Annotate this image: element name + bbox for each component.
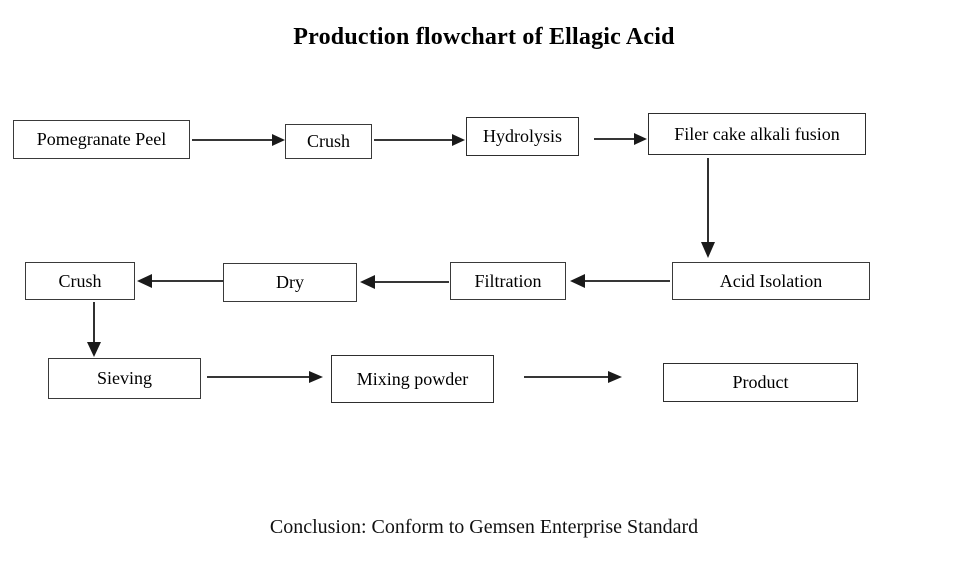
node-filtration[interactable]: Filtration xyxy=(450,262,566,300)
arrow-peel-to-crush1 xyxy=(192,134,285,146)
node-label: Filtration xyxy=(474,270,542,291)
node-label: Pomegranate Peel xyxy=(36,129,167,150)
arrow-hydrolysis-to-filer-cake xyxy=(594,133,647,145)
node-label: Sieving xyxy=(96,368,152,389)
node-label: Filer cake alkali fusion xyxy=(674,123,840,144)
arrow-acid-isolation-to-filtration xyxy=(570,274,670,288)
node-label: Mixing powder xyxy=(356,368,469,389)
node-acid-isolation[interactable]: Acid Isolation xyxy=(672,262,870,300)
node-mixing-powder[interactable]: Mixing powder xyxy=(331,355,494,403)
node-filer-cake-alkali-fusion[interactable]: Filer cake alkali fusion xyxy=(648,113,866,155)
node-label: Crush xyxy=(306,131,350,152)
arrow-sieving-to-mixing-powder xyxy=(207,371,323,383)
node-crush-1[interactable]: Crush xyxy=(285,124,372,159)
node-product[interactable]: Product xyxy=(663,363,858,402)
node-label: Hydrolysis xyxy=(482,126,562,147)
node-label: Dry xyxy=(276,272,304,293)
arrow-mixing-powder-to-product xyxy=(524,371,622,383)
arrow-filtration-to-dry xyxy=(360,275,449,289)
arrow-filer-cake-to-acid-isolation xyxy=(701,158,715,258)
arrow-dry-to-crush2 xyxy=(137,274,223,288)
node-label: Product xyxy=(732,372,789,393)
node-label: Acid Isolation xyxy=(719,270,823,291)
node-hydrolysis[interactable]: Hydrolysis xyxy=(466,117,579,156)
arrow-crush1-to-hydrolysis xyxy=(374,134,465,146)
conclusion-text: Conclusion: Conform to Gemsen Enterprise… xyxy=(269,516,699,538)
node-dry[interactable]: Dry xyxy=(223,263,357,302)
node-label: Crush xyxy=(58,270,102,291)
page-title: Production flowchart of Ellagic Acid xyxy=(293,24,675,50)
arrow-crush2-to-sieving xyxy=(87,302,101,357)
node-pomegranate-peel[interactable]: Pomegranate Peel xyxy=(13,120,190,159)
node-sieving[interactable]: Sieving xyxy=(48,358,201,399)
node-crush-2[interactable]: Crush xyxy=(25,262,135,300)
